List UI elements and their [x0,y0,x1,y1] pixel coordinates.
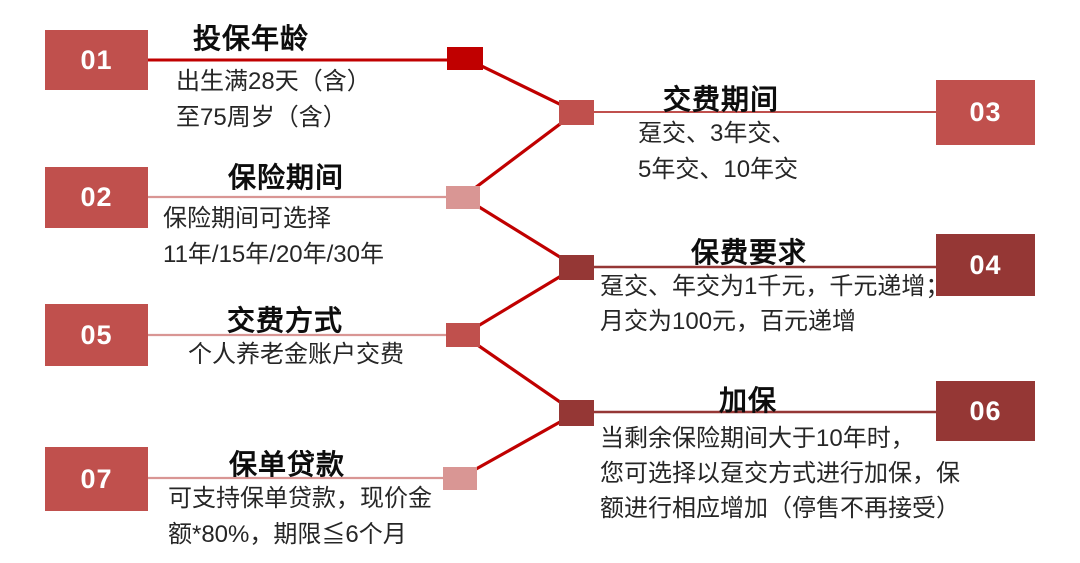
step-04-description: 趸交、年交为1千元，千元递增； 月交为100元，百元递增 [600,273,950,335]
step-01-number-box: 01 [45,30,148,90]
step-06-number: 06 [969,395,1002,426]
step-04-number-box: 04 [936,234,1035,296]
connector-node-7 [443,467,477,490]
step-03-title: 交费期间 [662,84,779,115]
connector-zigzag [459,56,580,480]
step-05-description: 个人养老金账户交费 [188,341,404,368]
step-01-title: 投保年龄 [192,23,309,54]
step-02-description: 保险期间可选择 11年/15年/20年/30年 [163,205,385,268]
step-07-description: 可支持保单贷款，现价金 额*80%，期限≦6个月 [168,485,432,548]
connector-node-2 [559,100,594,125]
step-03-number-box: 03 [936,80,1035,145]
step-04-number: 04 [969,249,1002,280]
step-07-number: 07 [80,463,113,494]
step-02-number-box: 02 [45,167,148,228]
step-01-number: 01 [80,44,113,75]
connector-node-6 [559,400,594,426]
connector-node-5 [446,323,480,347]
step-02-number: 02 [80,182,113,212]
step-05-number: 05 [80,319,113,350]
step-07-title: 保单贷款 [228,449,345,480]
step-07-number-box: 07 [45,447,148,511]
step-03-description: 趸交、3年交、 5年交、10年交 [638,120,799,183]
step-06-number-box: 06 [936,381,1035,441]
connector-node-3 [446,186,480,209]
step-04-title: 保费要求 [690,237,807,268]
step-02-title: 保险期间 [227,162,344,193]
step-05-number-box: 05 [45,304,148,366]
step-01-description: 出生满28天（含） 至75周岁（含） [176,68,371,131]
step-05-title: 交费方式 [226,305,343,336]
connector-node-4 [559,255,594,280]
step-06-description: 当剩余保险期间大于10年时， 您可选择以趸交方式进行加保，保 额进行相应增加（停… [600,425,960,522]
step-03-number: 03 [969,97,1002,127]
step-06-title: 加保 [718,385,777,416]
connector-node-1 [447,47,483,70]
